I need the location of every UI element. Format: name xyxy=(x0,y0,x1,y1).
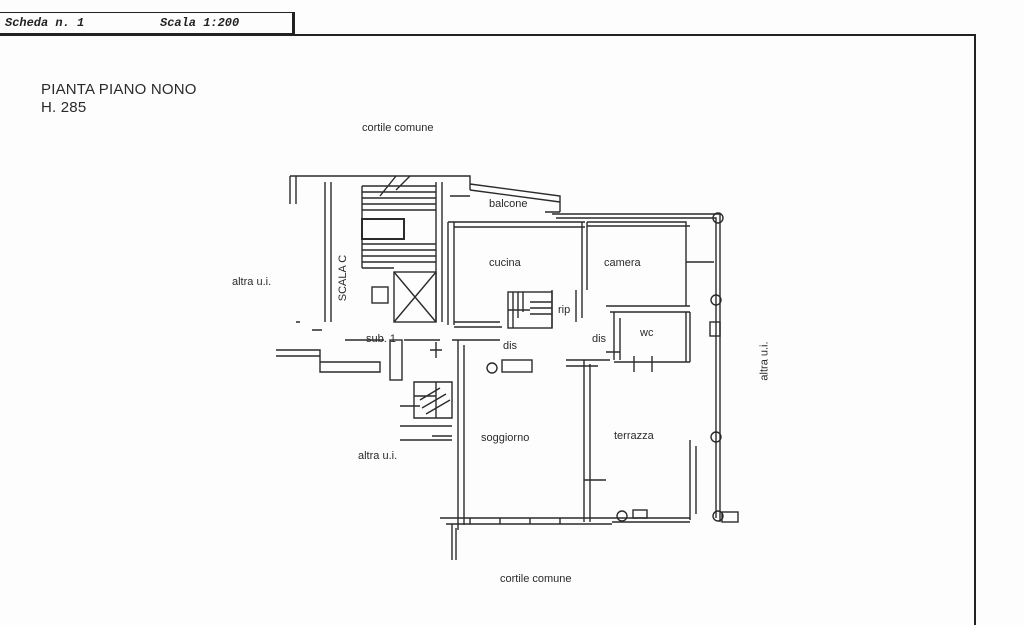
terrazza-planter xyxy=(632,509,648,519)
room-label-balcone: balcone xyxy=(489,198,528,210)
stair-landing xyxy=(361,218,405,240)
wall-kitchen-top xyxy=(448,221,585,228)
terrazza-column-1 xyxy=(616,510,628,522)
camera-column-3 xyxy=(710,431,722,443)
wall-top-stair xyxy=(289,175,561,212)
elevator-shaft xyxy=(393,271,437,323)
terrazza-corner-box xyxy=(721,511,739,523)
room-label-wc: wc xyxy=(640,327,654,339)
plan-title-height: H. 285 xyxy=(41,99,87,116)
wall-balcony xyxy=(450,189,561,213)
sheet-number: Scheda n. 1 xyxy=(5,16,85,30)
label-altra-bottom: altra u.i. xyxy=(358,450,398,462)
sheet-frame xyxy=(0,34,976,625)
room-label-soggiorno: soggiorno xyxy=(481,432,530,444)
room-label-terrazza: terrazza xyxy=(614,430,654,442)
wall-lower-left xyxy=(451,524,457,560)
label-cortile-bottom: cortile comune xyxy=(500,573,572,585)
room-label-rip: rip xyxy=(558,304,571,316)
wall-terrazza-right xyxy=(689,440,697,520)
plan-title-floor: PIANTA PIANO NONO xyxy=(41,81,197,98)
wall-sub-left xyxy=(276,349,381,373)
wall-soggiorno-right xyxy=(583,360,591,522)
wall-dis-left xyxy=(457,340,465,530)
camera-column-2 xyxy=(710,294,722,306)
wall-camera-inner xyxy=(587,221,690,306)
room-label-dis-left: dis xyxy=(503,340,518,352)
sheet-scale: Scala 1:200 xyxy=(160,16,240,30)
wall-kitchen-right xyxy=(581,222,588,318)
label-altra-right: altra u.i. xyxy=(758,341,771,381)
dis-bench xyxy=(501,359,533,373)
terrazza-column-2 xyxy=(712,510,724,522)
small-stair-walls xyxy=(400,405,452,441)
wall-soggiorno-windows xyxy=(469,518,561,524)
room-label-camera: camera xyxy=(604,257,641,269)
sheet-header: Scheda n. 1 Scala 1:200 xyxy=(0,12,293,34)
wall-wc xyxy=(613,312,691,363)
door-swing-sub xyxy=(430,342,442,358)
camera-pier xyxy=(709,321,721,337)
rip-partition xyxy=(551,290,577,328)
stair-small-box xyxy=(371,286,389,304)
column-1 xyxy=(389,339,403,381)
stair-treads xyxy=(361,175,436,269)
wc-fixtures xyxy=(606,351,653,372)
wall-soggiorno-bottom xyxy=(440,517,612,525)
dis-column xyxy=(486,362,498,374)
label-scala: SCALA C xyxy=(337,254,350,302)
camera-column-1 xyxy=(712,212,724,224)
room-label-sub: sub. 1 xyxy=(366,333,396,345)
label-cortile-top: cortile comune xyxy=(362,122,434,134)
wall-kitchen-bottom xyxy=(454,321,502,328)
small-stair xyxy=(413,381,453,419)
wall-sub-top xyxy=(296,321,384,341)
wall-kitchen-left xyxy=(447,222,455,325)
wall-dis-right xyxy=(566,359,610,367)
room-label-dis-right: dis xyxy=(592,333,607,345)
header-divider xyxy=(293,12,295,36)
wall-stair-enclosure xyxy=(324,182,443,322)
label-altra-left: altra u.i. xyxy=(232,276,272,288)
elevator-cross xyxy=(393,271,437,323)
plan-title: PIANTA PIANO NONO H. 285 xyxy=(41,81,197,117)
room-label-cucina: cucina xyxy=(489,257,521,269)
rip-stair-treads xyxy=(508,292,552,328)
wall-camera-bottom xyxy=(606,305,690,313)
wall-terrazza-bottom xyxy=(612,517,690,523)
